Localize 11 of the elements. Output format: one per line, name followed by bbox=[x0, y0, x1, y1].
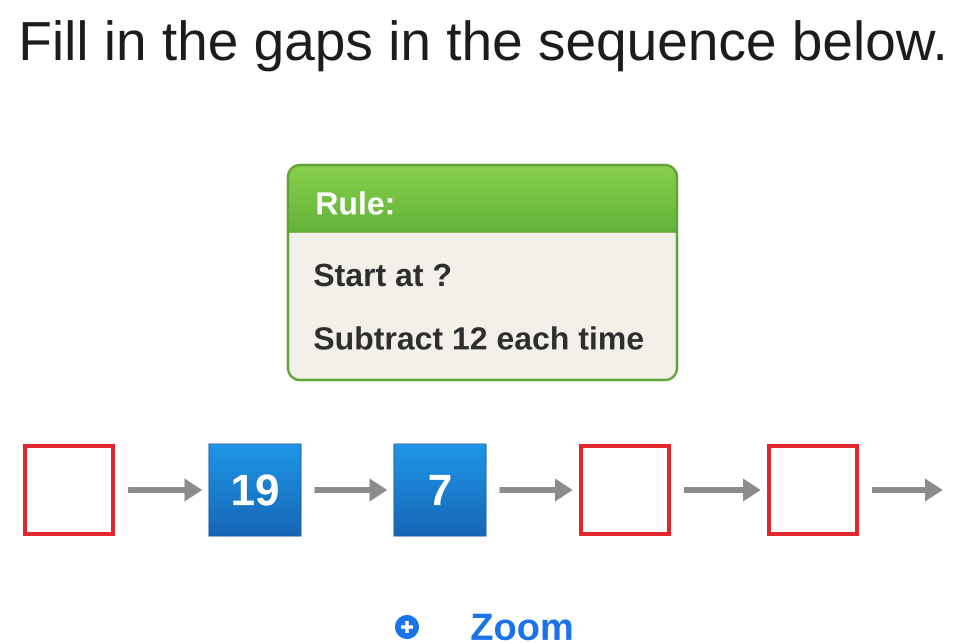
answer-box bbox=[579, 444, 672, 536]
rule-box bbox=[286, 164, 678, 382]
title: Fill in the gaps in the sequence below. bbox=[22, 20, 943, 72]
rule-text: Start at ? bbox=[314, 264, 450, 286]
heading: Rule: bbox=[317, 191, 392, 215]
rule-text: Subtract 12 each time bbox=[314, 326, 643, 350]
answer-box bbox=[766, 444, 860, 536]
number-box: 7 bbox=[394, 443, 487, 536]
number-box: 19 bbox=[208, 443, 302, 536]
answer-box bbox=[23, 444, 116, 536]
zoom-link: Zoom bbox=[471, 614, 572, 640]
